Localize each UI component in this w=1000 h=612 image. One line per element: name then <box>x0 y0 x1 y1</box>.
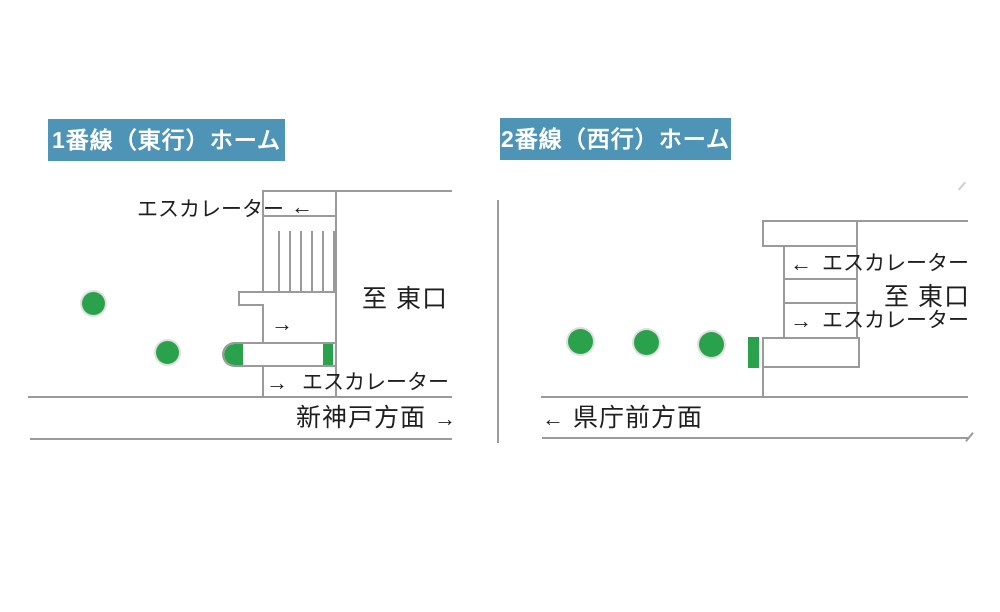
platform1-title: 1番線（東行）ホーム <box>48 119 285 161</box>
platform1-top-edge-line <box>262 190 452 192</box>
platform1-escalator-capsule <box>222 342 337 367</box>
escalator-green-entry-bar <box>748 337 759 368</box>
platform2-west-wall <box>497 200 499 443</box>
platform1-direction-label: 新神戸方面 → <box>296 406 457 431</box>
platform1-exit-label: 至 東口 <box>362 285 448 313</box>
green-dot-marker <box>699 332 724 357</box>
platform2-escalator-up-box <box>783 245 858 280</box>
stairs-hatch-pattern <box>269 231 335 293</box>
platform1-escalator-top-label: エスカレーター <box>137 198 284 221</box>
direction-right-arrow-icon: → <box>433 406 457 431</box>
platform2-track-line-top <box>541 396 968 398</box>
platform1-stairs <box>262 231 337 293</box>
platform2-lower-wall <box>762 366 764 398</box>
platform1-lower-wall-right <box>335 365 337 398</box>
escalator-up-arrow-icon: ← <box>790 251 812 276</box>
escalator-up-arrow-icon: ← <box>291 194 313 219</box>
escalator-green-entry-cap <box>224 344 243 365</box>
platform2-escalator-down-label: エスカレーター <box>822 309 969 332</box>
escalator-down-arrow-icon: → <box>266 370 288 395</box>
platform2-top-edge-line <box>762 220 968 222</box>
green-dot-marker <box>634 330 659 355</box>
platform2-lower-box <box>762 337 860 368</box>
escalator-green-exit-bar <box>323 344 333 365</box>
direction-text: 県庁前方面 <box>572 404 703 432</box>
platform2-track-line-bottom <box>542 437 968 439</box>
platform2-title: 2番線（西行）ホーム <box>500 118 731 160</box>
platform1-corridor <box>262 304 337 344</box>
line-continuation-tick <box>965 432 974 442</box>
platform1-escalator-bottom-label: エスカレーター <box>302 371 449 394</box>
green-dot-marker <box>82 292 105 315</box>
platform1-track-line-bottom <box>30 438 452 440</box>
platform2-exit-label: 至 東口 <box>884 283 970 311</box>
line-continuation-tick <box>958 181 966 191</box>
platform2-escalator-up-label: エスカレーター <box>822 252 969 275</box>
platform2-top-box <box>762 220 858 247</box>
platform1-track-line-top <box>28 396 452 398</box>
corridor-right-arrow-icon: → <box>271 311 293 336</box>
platform2-middle-box <box>783 278 858 304</box>
platform2-direction-label: ← 県庁前方面 <box>542 406 703 431</box>
green-dot-marker <box>156 341 179 364</box>
platform1-lower-wall-left <box>262 365 264 398</box>
direction-text: 新神戸方面 <box>296 404 427 432</box>
green-dot-marker <box>568 329 593 354</box>
escalator-down-arrow-icon: → <box>790 308 812 333</box>
direction-left-arrow-icon: ← <box>542 406 565 431</box>
